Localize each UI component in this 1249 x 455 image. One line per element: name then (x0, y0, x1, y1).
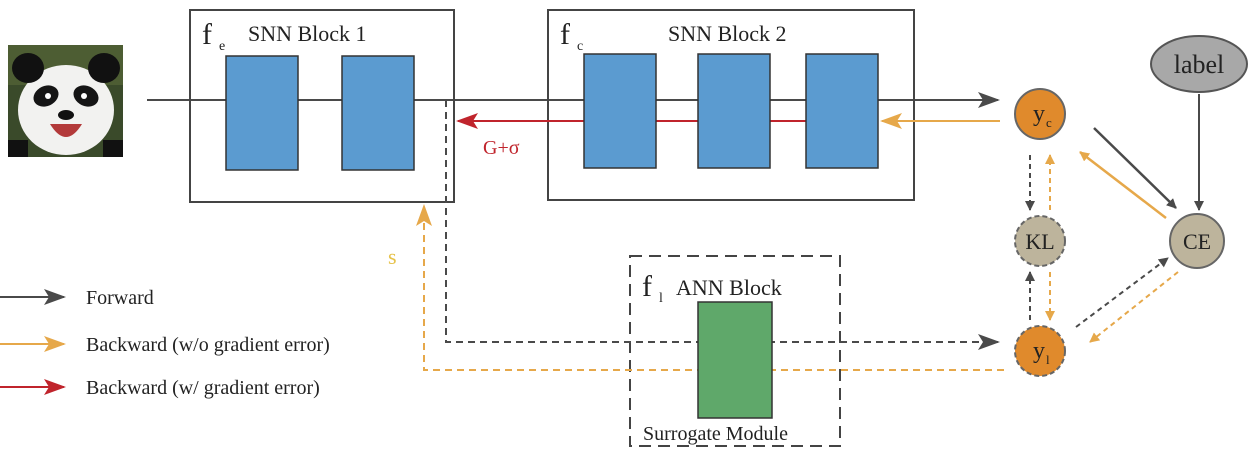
node-kl: KL (1014, 215, 1066, 267)
gradient-label: G+σ (483, 137, 520, 159)
snn-block-1-frame (189, 9, 455, 203)
node-yl-subscript: l (1046, 352, 1050, 367)
ann-block: f l ANN Block Surrogate Module (629, 255, 841, 447)
snn-block-1-subscript: e (219, 39, 225, 54)
ann-block-symbol: f (642, 270, 652, 303)
legend-backward-label: Backward (w/o gradient error) (86, 334, 330, 356)
snn-block-2-frame (547, 9, 915, 201)
snn-block-1-layer-2 (341, 55, 415, 171)
node-label-text: label (1174, 50, 1225, 79)
node-label: label (1150, 35, 1248, 93)
legend-forward-label: Forward (86, 287, 154, 309)
snn-block-1: f e SNN Block 1 (189, 9, 455, 203)
ce-to-yc-arrow (1079, 151, 1167, 219)
legend-backward-error-label: Backward (w/ gradient error) (86, 377, 320, 399)
node-yl: y l (1014, 325, 1066, 377)
yl-to-ce-arrow (1075, 257, 1169, 328)
snn-block-2-layer-3 (805, 53, 879, 169)
snn-block-1-layer-1 (225, 55, 299, 171)
snn-block-1-title: SNN Block 1 (248, 21, 367, 46)
legend: Forward Backward (w/o gradient error) Ba… (0, 287, 330, 399)
ce-to-yl-arrow (1089, 271, 1179, 343)
node-yl-symbol: y (1033, 338, 1045, 364)
snn-block-1-symbol: f (202, 18, 212, 51)
ann-block-layer (697, 301, 773, 419)
snn-block-2-layer-2 (697, 53, 771, 169)
snn-block-2: f c SNN Block 2 (456, 9, 915, 201)
ann-block-frame (629, 255, 841, 447)
node-yc-subscript: c (1046, 115, 1052, 130)
snn-block-2-title: SNN Block 2 (668, 21, 787, 46)
snn-block-2-symbol: f (560, 18, 570, 51)
snn-block-2-subscript: c (577, 39, 583, 54)
ann-block-subscript: l (659, 291, 663, 306)
panda-image (8, 45, 123, 157)
node-ce: CE (1169, 213, 1225, 269)
surrogate-gradient-label: s (388, 244, 397, 269)
surrogate-module-caption: Surrogate Module (643, 423, 788, 445)
node-kl-label: KL (1025, 229, 1054, 254)
node-ce-label: CE (1183, 229, 1211, 254)
node-yc: y c (1014, 88, 1066, 140)
backward-surrogate-arrow (416, 204, 1004, 371)
node-yc-symbol: y (1033, 101, 1045, 127)
ann-block-title: ANN Block (676, 275, 782, 300)
yc-to-ce-arrow (1093, 127, 1177, 209)
forward-surrogate-arrow (445, 100, 1000, 350)
snn-block-2-layer-1 (583, 53, 657, 169)
